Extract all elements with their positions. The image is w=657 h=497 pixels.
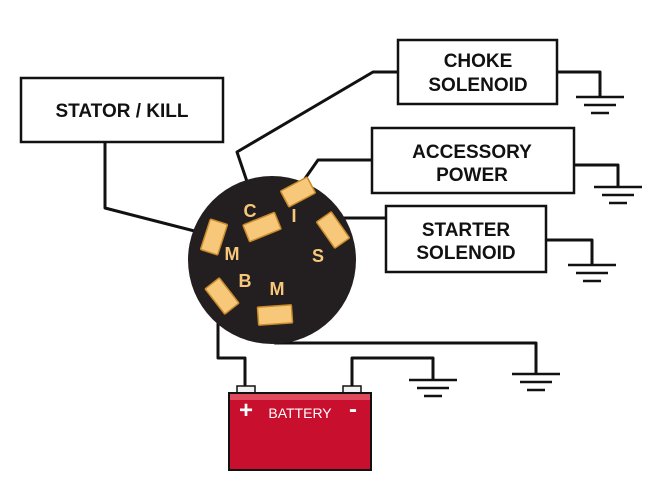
terminal-b (204, 277, 240, 315)
terminal-m-left-letter: M (225, 244, 240, 264)
battery-positive-sign: + (239, 397, 253, 424)
choke-solenoid-label-line2: SOLENOID (428, 75, 527, 96)
stator-kill-box: STATOR / KILL (19, 76, 225, 144)
ground-symbol-icon (576, 95, 624, 115)
battery: + - BATTERY (228, 385, 372, 471)
terminal-c-letter: C (244, 201, 257, 221)
wire-battery-negative (350, 356, 435, 388)
stator-kill-label: STATOR / KILL (56, 101, 189, 122)
ground-symbol-icon (512, 372, 560, 392)
terminal-i (280, 176, 316, 208)
battery-top-band (230, 394, 370, 400)
battery-label: BATTERY (268, 405, 332, 421)
terminal-c (242, 211, 282, 243)
battery-body (228, 392, 372, 471)
terminal-s (316, 211, 350, 249)
wire-battery-positive (216, 292, 247, 388)
battery-negative-sign: - (349, 396, 357, 423)
starter-solenoid-label-line1: STARTER (422, 220, 511, 241)
choke-solenoid-label-line1: CHOKE (444, 51, 513, 72)
terminal-s-letter: S (312, 246, 324, 266)
terminal-m-bottom (256, 304, 294, 326)
terminal-m-bottom-letter: M (270, 279, 285, 299)
starter-solenoid-box: STARTER SOLENOID (384, 204, 548, 274)
choke-solenoid-box: CHOKE SOLENOID (396, 38, 559, 106)
ground-symbol-icon (594, 185, 642, 205)
wire-stator-kill (103, 142, 215, 238)
ground-symbol-icon (568, 263, 616, 283)
terminal-i-letter: I (291, 206, 296, 226)
accessory-power-box: ACCESSORY POWER (370, 126, 576, 195)
terminal-b-letter: B (239, 271, 252, 291)
accessory-power-label-line2: POWER (436, 165, 508, 186)
wire-starter-ground (546, 238, 594, 265)
starter-solenoid-label-line2: SOLENOID (416, 243, 515, 264)
ignition-switch: C I S M B M (188, 176, 356, 344)
wire-accessory-ground (574, 163, 620, 187)
ground-symbol-icon (409, 378, 457, 398)
wire-choke-ground (557, 70, 602, 97)
accessory-power-label-line1: ACCESSORY (412, 142, 532, 163)
terminal-m-left (200, 218, 228, 256)
